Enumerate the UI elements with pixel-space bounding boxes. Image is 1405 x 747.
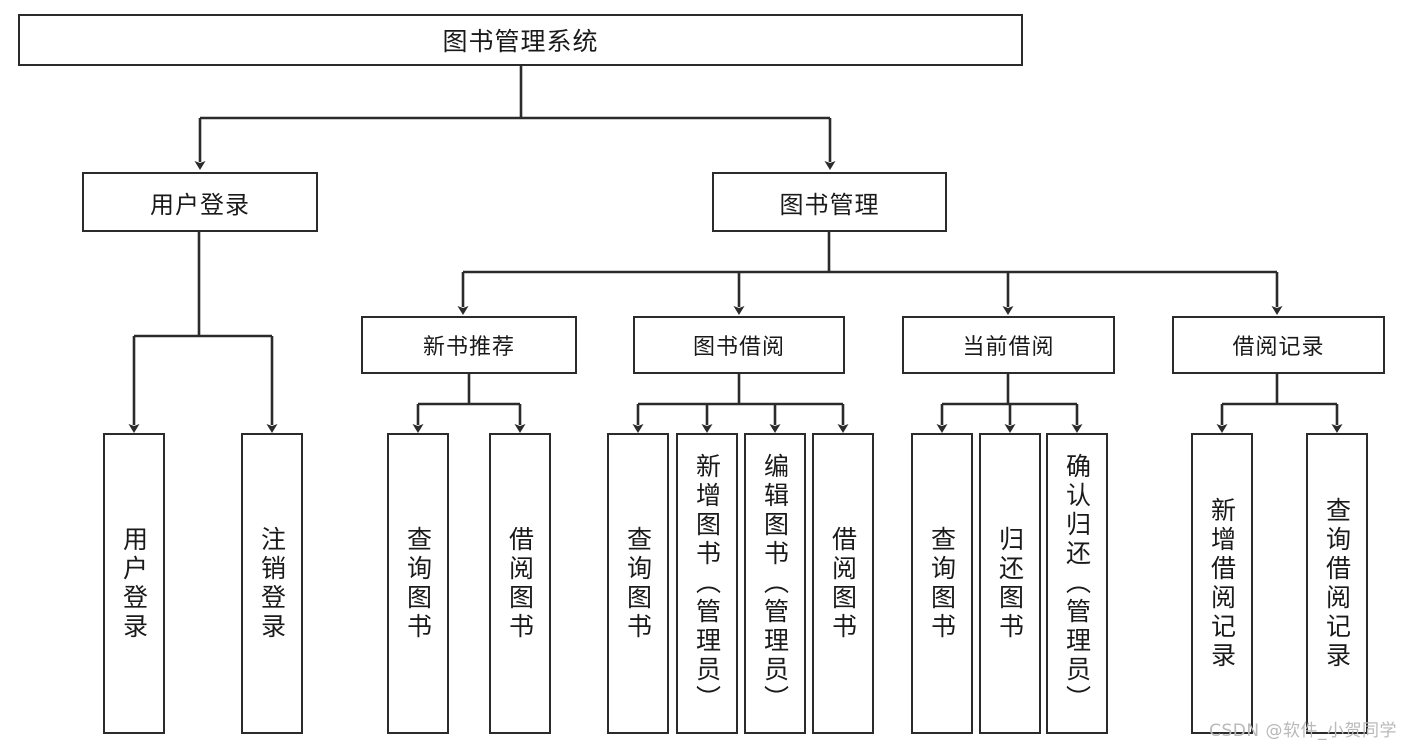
node-current-borrow[interactable]: 当前借阅 xyxy=(902,316,1115,374)
node-leaf-query-book-2[interactable]: 查询图书 xyxy=(607,433,669,734)
node-user-login-label: 用户登录 xyxy=(150,190,250,219)
node-leaf-add-record-label: 新增借阅记录 xyxy=(1207,496,1237,671)
node-leaf-edit-book-label: 编辑图书（管理员） xyxy=(760,453,790,714)
node-leaf-query-book-3[interactable]: 查询图书 xyxy=(911,433,973,734)
node-leaf-confirm-return[interactable]: 确认归还（管理员） xyxy=(1046,433,1108,734)
node-current-borrow-label: 当前借阅 xyxy=(962,335,1055,360)
node-leaf-user-login-label: 用户登录 xyxy=(119,525,149,642)
node-book-borrow-label: 图书借阅 xyxy=(692,335,785,360)
node-leaf-add-book[interactable]: 新增图书（管理员） xyxy=(676,433,738,734)
node-leaf-confirm-return-label: 确认归还（管理员） xyxy=(1062,453,1092,714)
node-leaf-logout[interactable]: 注销登录 xyxy=(241,433,303,734)
node-leaf-borrow-book-1[interactable]: 借阅图书 xyxy=(489,433,551,734)
node-leaf-query-record[interactable]: 查询借阅记录 xyxy=(1306,433,1368,734)
node-leaf-return-book-label: 归还图书 xyxy=(995,525,1025,642)
node-leaf-query-record-label: 查询借阅记录 xyxy=(1322,496,1352,671)
node-leaf-user-login[interactable]: 用户登录 xyxy=(103,433,165,734)
node-root-system[interactable]: 图书管理系统 xyxy=(18,14,1023,66)
node-new-book-recommend[interactable]: 新书推荐 xyxy=(361,316,577,374)
node-book-management[interactable]: 图书管理 xyxy=(712,172,947,232)
node-leaf-borrow-book-2-label: 借阅图书 xyxy=(828,525,858,642)
node-leaf-query-book-1-label: 查询图书 xyxy=(403,525,433,642)
node-leaf-return-book[interactable]: 归还图书 xyxy=(979,433,1041,734)
node-leaf-borrow-book-1-label: 借阅图书 xyxy=(505,525,535,642)
node-leaf-query-book-2-label: 查询图书 xyxy=(623,525,653,642)
node-leaf-query-book-3-label: 查询图书 xyxy=(927,525,957,642)
node-book-management-label: 图书管理 xyxy=(779,190,880,219)
node-leaf-add-book-label: 新增图书（管理员） xyxy=(692,453,722,714)
node-book-borrow[interactable]: 图书借阅 xyxy=(633,316,845,374)
node-leaf-query-book-1[interactable]: 查询图书 xyxy=(387,433,449,734)
node-borrow-record[interactable]: 借阅记录 xyxy=(1172,316,1385,374)
node-root-system-label: 图书管理系统 xyxy=(442,27,599,56)
node-leaf-borrow-book-2[interactable]: 借阅图书 xyxy=(812,433,874,734)
node-leaf-add-record[interactable]: 新增借阅记录 xyxy=(1191,433,1253,734)
node-borrow-record-label: 借阅记录 xyxy=(1232,335,1325,360)
node-new-book-recommend-label: 新书推荐 xyxy=(422,335,515,360)
node-user-login[interactable]: 用户登录 xyxy=(82,172,318,232)
node-leaf-edit-book[interactable]: 编辑图书（管理员） xyxy=(744,433,806,734)
node-leaf-logout-label: 注销登录 xyxy=(257,525,287,642)
